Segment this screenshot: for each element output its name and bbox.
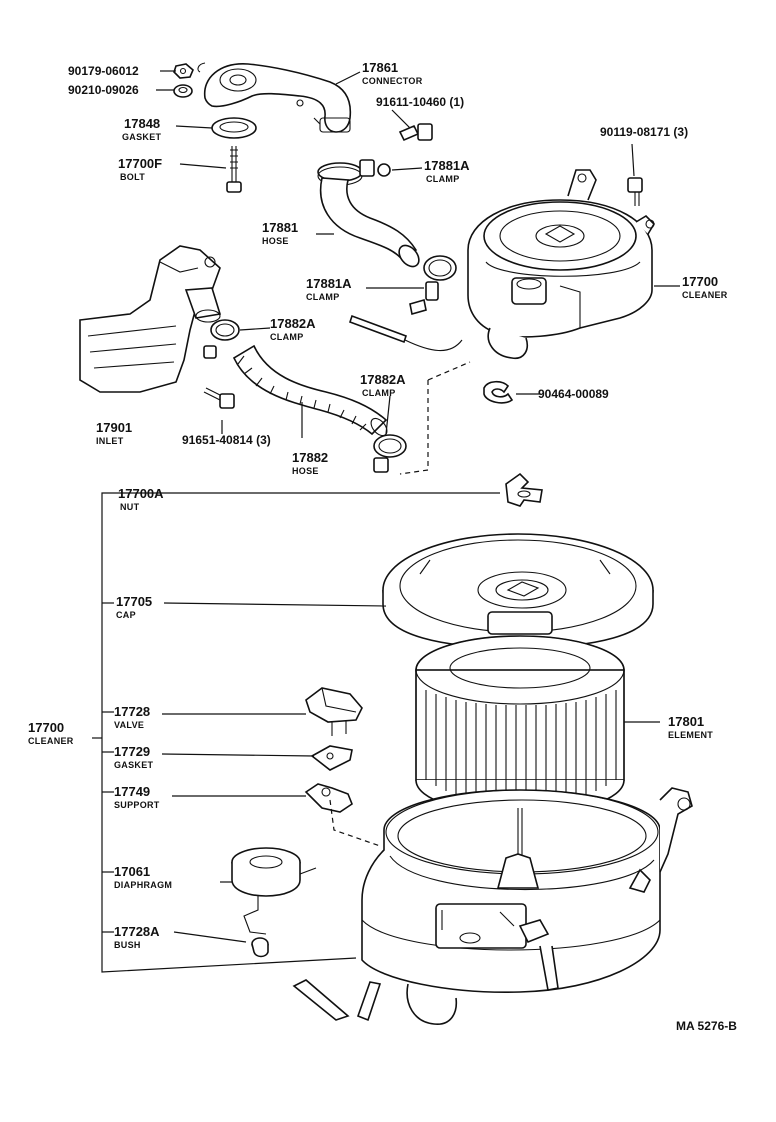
bolt-number: 17700F [118,156,162,171]
nut-wing-number: 17700A [118,486,164,501]
clamp-lower-part [409,255,457,316]
cleaner-bracket-lines [92,492,660,973]
bush-part [251,937,269,958]
wing-nut-part [505,472,543,507]
corrugated-hose-part [232,344,388,437]
hose-number: 17881 [262,220,298,235]
small-bolt-number: 91611-10460 (1) [376,95,464,109]
nut-top-number: 90179-06012 [68,64,139,78]
diaphragm-number: 17061 [114,864,150,879]
inlet-name: INLET [96,436,124,446]
valve-name: VALVE [114,720,144,730]
hose-corrugated-name: HOSE [292,466,319,476]
callout-labels: 90179-06012 90210-09026 17861 CONNECTOR … [28,60,737,1033]
bush-number: 17728A [114,924,160,939]
diagram-reference: MA 5276-B [676,1019,737,1033]
nut-wing-name: NUT [120,502,140,512]
inlet-bolt-part [203,387,235,409]
clamp-hose-lower-part [373,434,407,473]
cleaner-main-name: CLEANER [28,736,74,746]
element-part [415,635,625,815]
connector-part [197,62,352,133]
element-name: ELEMENT [668,730,713,740]
bolt-inlet-number: 91651-40814 (3) [182,433,271,447]
bush-name: BUSH [114,940,141,950]
support-number: 17749 [114,784,150,799]
clamp-a1-name: CLAMP [426,174,460,184]
diaphragm-name: DIAPHRAGM [114,880,172,890]
cleaner-body-part [292,787,693,1025]
clamp-b1-number: 17882A [270,316,316,331]
clamp-b2-number: 17882A [360,372,406,387]
gasket-top-number: 17848 [124,116,160,131]
small-bolt-part [398,123,433,142]
clamp-b1-name: CLAMP [270,332,304,342]
right-bolt-part [627,177,643,206]
gasket-top-name: GASKET [122,132,162,142]
element-number: 17801 [668,714,704,729]
support-name: SUPPORT [114,800,160,810]
clamp-a1-number: 17881A [424,158,470,173]
bolt-part [226,146,242,193]
diaphragm-part [231,847,317,935]
clamp-hose-upper-part [203,319,240,359]
cleaner-main-number: 17700 [28,720,64,735]
support-part [304,783,353,813]
inlet-part [79,245,222,393]
bolt-right-number: 90119-08171 (3) [600,125,688,139]
hose-name: HOSE [262,236,289,246]
vacuum-rod-part [348,314,463,352]
hose-part [319,177,420,268]
inlet-number: 17901 [96,420,132,435]
washer-top-number: 90210-09026 [68,83,139,97]
nut-part [173,63,194,79]
leader-lines [156,70,680,438]
clip-number: 90464-00089 [538,387,609,401]
clip-part [483,380,514,404]
valve-part [305,687,363,736]
clamp-upper-part [317,159,391,186]
valve-number: 17728 [114,704,150,719]
cap-number: 17705 [116,594,152,609]
gasket-part [211,117,257,139]
clamp-b2-name: CLAMP [362,388,396,398]
cleaner-assembly-top [467,169,656,360]
hose-corrugated-number: 17882 [292,450,328,465]
connector-number: 17861 [362,60,398,75]
valve-gasket-part [310,745,353,771]
gasket-valve-name: GASKET [114,760,154,770]
bolt-name: BOLT [120,172,145,182]
connector-name: CONNECTOR [362,76,423,86]
gasket-valve-number: 17729 [114,744,150,759]
washer-part [173,84,193,98]
cap-part [382,533,654,649]
clamp-a2-number: 17881A [306,276,352,291]
cleaner-top-name: CLEANER [682,290,728,300]
clamp-a2-name: CLAMP [306,292,340,302]
cap-name: CAP [116,610,136,620]
cleaner-top-number: 17700 [682,274,718,289]
